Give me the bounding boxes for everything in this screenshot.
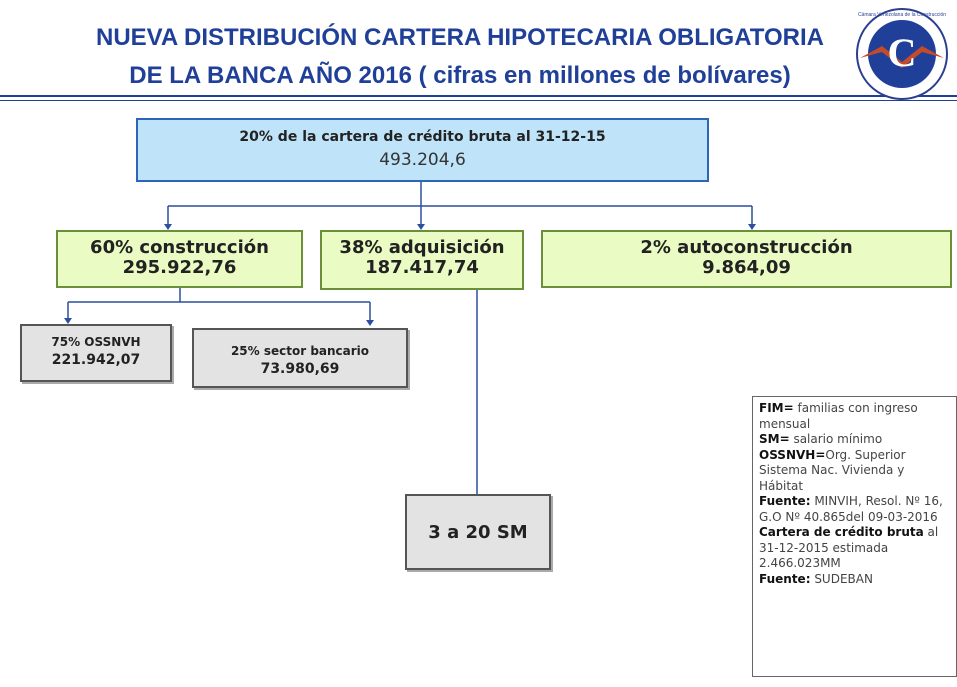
autoconstruccion-value: 9.864,09: [702, 257, 791, 278]
legend-sm-text: salario mínimo: [789, 432, 883, 446]
legend-fuente2-term: Fuente:: [759, 571, 811, 586]
arrowhead-ossnvh: [64, 318, 72, 324]
legend-fim-term: FIM=: [759, 401, 794, 415]
legend-fuente1-text: MINVIH, Resol. Nº 16, G.O Nº 40.865del 0…: [759, 494, 943, 524]
legend-ossnvh: OSSNVH=Org. Superior Sistema Nac. Vivien…: [759, 448, 950, 495]
sector-value: 73.980,69: [260, 361, 340, 377]
adquisicion-label: 38% adquisición: [339, 237, 505, 258]
title-rule-bottom: [0, 100, 957, 101]
arrowhead-autoconstruccion: [748, 224, 756, 230]
legend-ossnvh-term: OSSNVH=: [759, 447, 826, 462]
logo-text: Cámara Venezolana de la Construcción: [858, 12, 946, 18]
ossnvh-node: 75% OSSNVH 221.942,07: [20, 324, 172, 382]
legend-ossnvh-text: Org. Superior Sistema Nac. Vivienda y Há…: [759, 447, 906, 493]
legend-fim: FIM= familias con ingreso mensual: [759, 401, 950, 432]
sector-label: 25% sector bancario: [230, 344, 370, 358]
sector-bancario-node: 25% sector bancario 73.980,69: [192, 328, 408, 388]
svg-text:C: C: [888, 30, 917, 75]
legend-fuente1-term: Fuente:: [759, 494, 811, 508]
arrowhead-sector: [366, 320, 374, 326]
construccion-node: 60% construcción 295.922,76: [56, 230, 303, 288]
legend-sm: SM= salario mínimo: [759, 432, 950, 448]
root-value: 493.204,6: [379, 150, 466, 170]
legend-fuente2-text: SUDEBAN: [810, 571, 873, 586]
autoconstruccion-node: 2% autoconstrucción 9.864,09: [541, 230, 952, 288]
title-line-2: DE LA BANCA AÑO 2016 ( cifras en millone…: [129, 62, 791, 89]
ossnvh-label: 75% OSSNVH: [51, 335, 141, 349]
legend-sm-term: SM=: [759, 432, 790, 446]
root-node: 20% de la cartera de crédito bruta al 31…: [136, 118, 709, 182]
ossnvh-value: 221.942,07: [51, 352, 141, 368]
legend-cartera: Cartera de crédito bruta al 31-12-2015 e…: [759, 525, 950, 572]
legend-fim-text: familias con ingreso mensual: [759, 401, 918, 431]
title-rule-top: [0, 95, 957, 97]
legend-box: FIM= familias con ingreso mensual SM= sa…: [752, 396, 957, 677]
sm-node: 3 a 20 SM: [405, 494, 551, 570]
legend-fuente-sudeban: Fuente: SUDEBAN: [759, 572, 950, 588]
construccion-label: 60% construcción: [90, 237, 269, 258]
cvc-logo: C Cámara Venezolana de la Construcción: [856, 8, 948, 100]
title-line-1: NUEVA DISTRIBUCIÓN CARTERA HIPOTECARIA O…: [95, 24, 824, 51]
arrowhead-adquisicion: [417, 224, 425, 230]
sm-label: 3 a 20 SM: [428, 522, 528, 543]
adquisicion-node: 38% adquisición 187.417,74: [320, 230, 524, 290]
autoconstruccion-label: 2% autoconstrucción: [640, 237, 853, 258]
legend-fuente-minvih: Fuente: MINVIH, Resol. Nº 16, G.O Nº 40.…: [759, 494, 950, 525]
adquisicion-value: 187.417,74: [365, 257, 479, 278]
root-label: 20% de la cartera de crédito bruta al 31…: [239, 129, 606, 145]
construccion-value: 295.922,76: [122, 257, 237, 278]
legend-cartera-term: Cartera de crédito bruta: [759, 525, 924, 539]
arrowhead-construccion: [164, 224, 172, 230]
legend-cartera-text: al 31-12-2015 estimada 2.466.023MM: [759, 525, 939, 570]
